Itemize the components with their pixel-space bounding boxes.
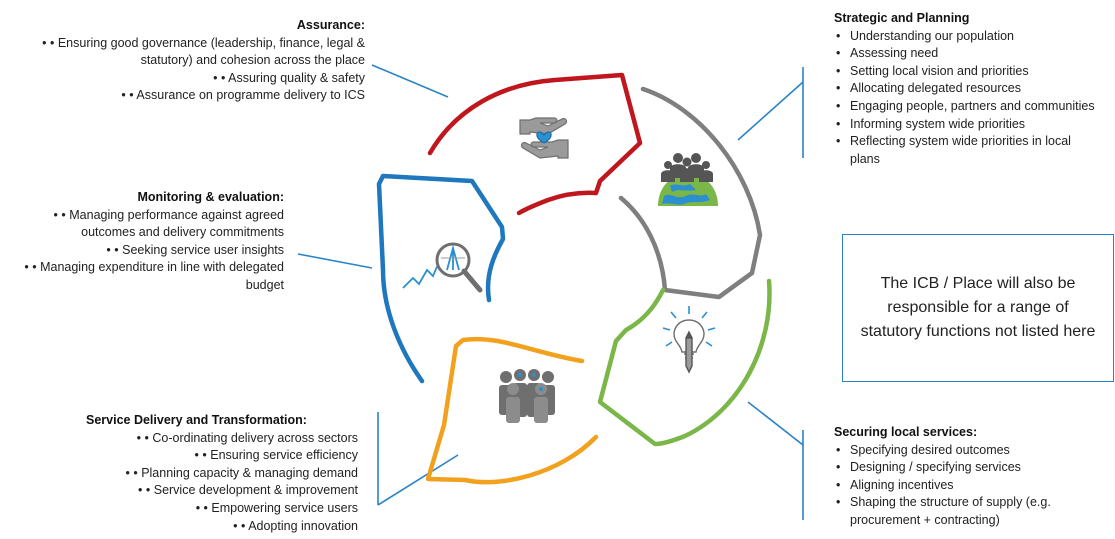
list-item: • Planning capacity & managing demand	[10, 465, 358, 483]
list-item: • Seeking service user insights	[2, 242, 284, 260]
connector-assurance	[371, 64, 449, 98]
segment-strategic	[618, 86, 763, 300]
list-item: • Ensuring service efficiency	[10, 447, 358, 465]
monitoring-section: Monitoring & evaluation: • Managing perf…	[2, 189, 284, 295]
list-item: • Empowering service users	[10, 500, 358, 518]
assurance-section: Assurance: • Ensuring good governance (l…	[20, 17, 365, 105]
segment-assurance	[427, 72, 643, 216]
service-delivery-heading: Service Delivery and Transformation:	[86, 413, 307, 427]
securing-list: Specifying desired outcomes Designing / …	[834, 442, 1112, 530]
list-item: • Assurance on programme delivery to ICS	[20, 87, 365, 105]
list-item: Designing / specifying services	[834, 459, 1112, 477]
list-item: Aligning incentives	[834, 477, 1112, 495]
list-item: Understanding our population	[834, 28, 1104, 46]
segment-monitoring	[376, 173, 506, 384]
segment-securing	[597, 278, 772, 447]
people-globe-icon	[658, 153, 718, 206]
segment-service-delivery	[425, 336, 599, 485]
strategic-heading: Strategic and Planning	[834, 11, 970, 25]
securing-heading: Securing local services:	[834, 425, 978, 439]
service-delivery-section: Service Delivery and Transformation: • C…	[10, 412, 358, 535]
connector-lines	[297, 64, 804, 520]
connector-monitoring	[297, 253, 373, 269]
connector-securing	[747, 401, 804, 520]
list-item: Setting local vision and priorities	[834, 63, 1104, 81]
securing-section: Securing local services: Specifying desi…	[834, 424, 1112, 530]
monitoring-list: • Managing performance against agreed ou…	[2, 207, 284, 295]
strategic-list: Understanding our population Assessing n…	[834, 28, 1104, 169]
service-delivery-list: • Co-ordinating delivery across sectors …	[10, 430, 358, 536]
lightbulb-pencil-icon	[662, 306, 716, 374]
list-item: • Co-ordinating delivery across sectors	[10, 430, 359, 448]
statutory-note-text: The ICB / Place will also be responsible…	[860, 275, 1096, 340]
assurance-heading: Assurance:	[296, 18, 365, 32]
list-item: Assessing need	[834, 45, 1104, 63]
monitoring-heading: Monitoring & evaluation:	[137, 190, 284, 204]
list-item: Specifying desired outcomes	[834, 442, 1112, 460]
team-group-icon	[499, 369, 555, 423]
list-item: Engaging people, partners and communitie…	[834, 98, 1104, 116]
assurance-list: • Ensuring good governance (leadership, …	[20, 35, 365, 105]
list-item: • Adopting innovation	[10, 518, 358, 536]
connector-service	[377, 412, 459, 506]
list-item: Informing system wide priorities	[834, 116, 1104, 134]
list-item: • Managing expenditure in line with dele…	[2, 259, 284, 294]
list-item: • Managing performance against agreed ou…	[2, 207, 284, 242]
connector-strategic	[737, 67, 804, 158]
list-item: • Ensuring good governance (leadership, …	[20, 35, 365, 70]
strategic-section: Strategic and Planning Understanding our…	[834, 10, 1104, 168]
magnifier-chart-icon	[402, 242, 483, 293]
statutory-note-box: The ICB / Place will also be responsible…	[842, 234, 1114, 382]
list-item: Shaping the structure of supply (e.g. pr…	[834, 494, 1112, 529]
list-item: Allocating delegated resources	[834, 80, 1104, 98]
list-item: • Assuring quality & safety	[20, 70, 365, 88]
hands-heart-icon	[519, 117, 569, 159]
list-item: • Service development & improvement	[10, 482, 358, 500]
list-item: Reflecting system wide priorities in loc…	[834, 133, 1104, 168]
